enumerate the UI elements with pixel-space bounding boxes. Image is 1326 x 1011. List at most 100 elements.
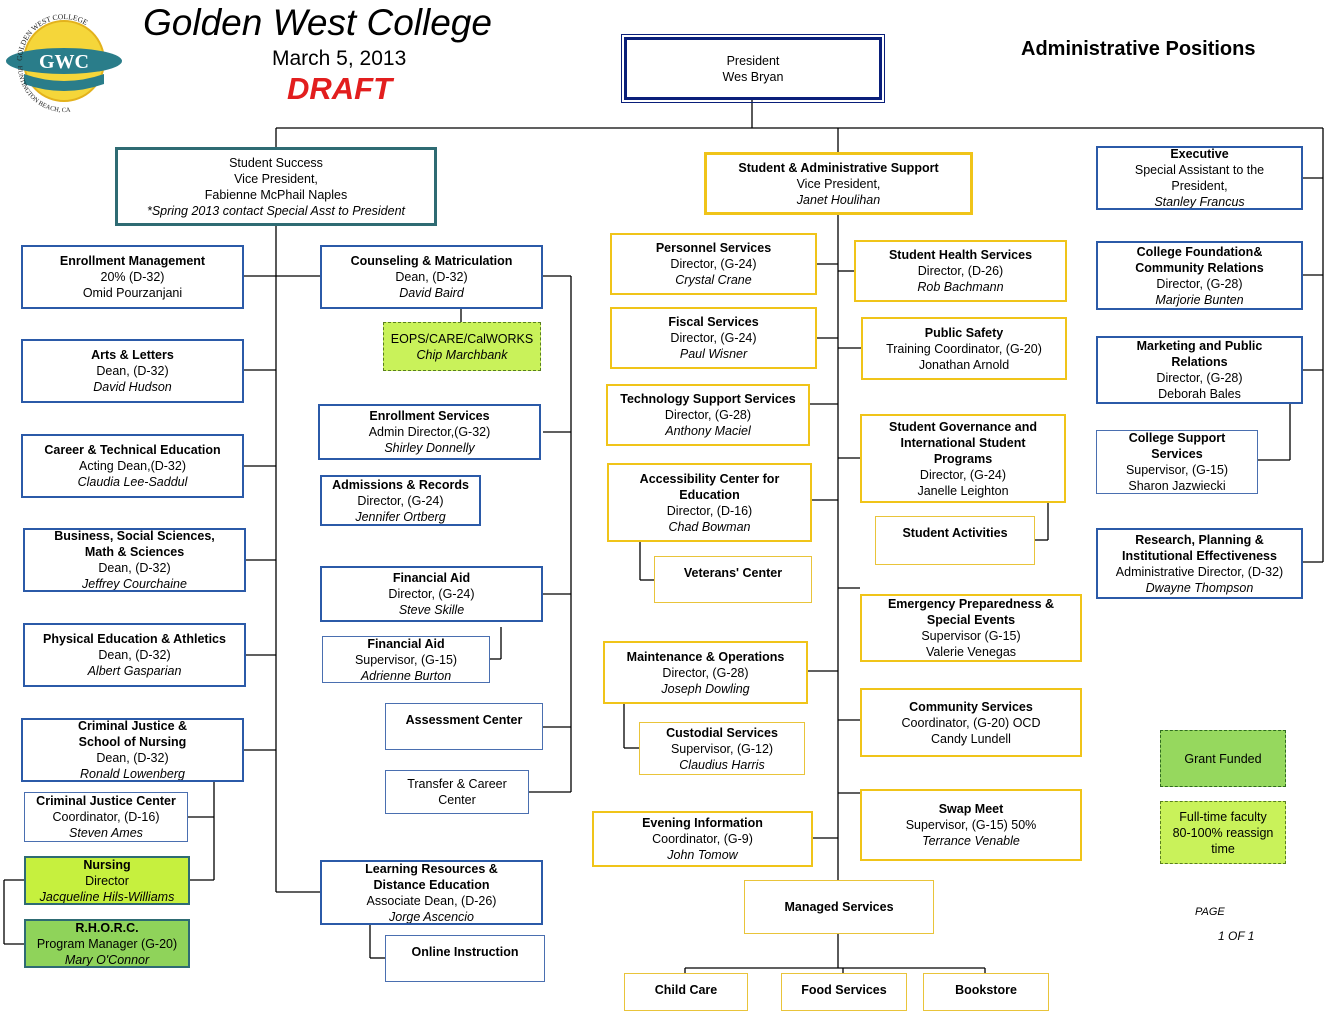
- org-box-line: Marjorie Bunten: [1155, 292, 1244, 307]
- org-box-line: Student Governance and: [889, 419, 1037, 434]
- org-box-line: Jorge Ascencio: [389, 909, 474, 924]
- org-box-line: Valerie Venegas: [925, 645, 1017, 659]
- org-box-line: Omid Pourzanjani: [82, 286, 183, 300]
- org-box-line: Assessment Center: [405, 713, 523, 727]
- org-box-line: 20% (D-32): [100, 270, 165, 284]
- org-box-line: Child Care: [654, 983, 718, 997]
- org-box-line: Crystal Crane: [675, 273, 752, 287]
- org-box-line: Criminal Justice &: [77, 719, 188, 733]
- org-box-line: President: [726, 53, 780, 68]
- org-box-line: Sharon Jazwiecki: [1128, 479, 1226, 493]
- org-box-line: Jacqueline Hils-Williams: [39, 889, 175, 904]
- org-box-line: Education: [679, 487, 740, 502]
- org-box-veterans: Veterans' Center: [654, 556, 812, 603]
- org-box-line: Transfer & Career: [407, 777, 507, 791]
- org-box-line: Veterans' Center: [683, 566, 783, 580]
- org-box-line: Rob Bachmann: [917, 280, 1004, 294]
- org-box-line: Jeffrey Courchaine: [82, 577, 187, 591]
- org-box-line: Fabienne McPhail Naples: [204, 187, 348, 202]
- org-box-research: Research, Planning &Institutional Effect…: [1096, 528, 1303, 599]
- org-box-line: Counseling & Matriculation: [350, 254, 513, 268]
- org-box-line: Community Services: [909, 699, 1033, 714]
- org-box-line: Albert Gasparian: [87, 664, 182, 678]
- org-box-activities: Student Activities: [875, 516, 1035, 565]
- org-box-line: Administrative Director, (D-32): [1115, 564, 1284, 579]
- org-box-line: 80-100% reassign: [1172, 825, 1274, 840]
- org-box-line: time: [1211, 841, 1235, 856]
- org-box-line: Program Manager (G-20): [36, 936, 178, 951]
- org-box-line: Special Assistant to the: [1134, 163, 1265, 177]
- org-box-line: Dwayne Thompson: [1145, 580, 1254, 595]
- org-box-line: Supervisor, (G-15): [354, 652, 458, 667]
- org-box-line: Janet Houlihan: [796, 192, 881, 207]
- section-title: Administrative Positions: [1021, 38, 1256, 60]
- org-box-line: Emergency Preparedness &: [887, 597, 1055, 611]
- org-box-line: Student Success: [229, 155, 323, 170]
- org-box-line: Director, (G-24): [670, 257, 757, 271]
- org-box-line: Online Instruction: [411, 945, 519, 959]
- org-box-line: Financial Aid: [392, 571, 471, 585]
- org-box-line: Shirley Donnelly: [384, 441, 475, 455]
- org-box-line: Relations: [1171, 355, 1228, 369]
- org-box-line: Arts & Letters: [91, 348, 174, 362]
- org-box-line: Evening Information: [642, 816, 763, 830]
- org-box-line: Business, Social Sciences,: [54, 529, 215, 543]
- draft-label: DRAFT: [287, 71, 393, 106]
- org-box-line: Mary O'Connor: [64, 952, 150, 967]
- org-box-line: Institutional Effectiveness: [1122, 548, 1277, 563]
- org-box-line: Programs: [933, 451, 993, 466]
- org-box-line: International Student: [900, 435, 1026, 450]
- org-box-line: John Tomow: [667, 848, 738, 862]
- org-box-managed: Managed Services: [744, 880, 934, 934]
- org-box-line: Claudius Harris: [679, 757, 765, 772]
- org-box-line: Fiscal Services: [668, 315, 759, 329]
- org-box-line: Acting Dean,(D-32): [79, 459, 186, 473]
- org-box-line: Special Events: [926, 613, 1016, 627]
- org-box-line: Dean, (D-32): [98, 561, 171, 575]
- org-box-line: Jonathan Arnold: [918, 357, 1010, 372]
- org-box-line: Associate Dean, (D-26): [366, 893, 497, 908]
- org-box-line: Jennifer Ortberg: [355, 509, 446, 524]
- org-box-line: Claudia Lee-Saddul: [77, 475, 188, 489]
- org-box-line: Managed Services: [784, 900, 894, 914]
- org-box-bookstore: Bookstore: [923, 973, 1049, 1011]
- org-box-line: Chip Marchbank: [416, 347, 508, 362]
- org-box-line: Director, (D-16): [666, 503, 753, 518]
- org-box-legend-grant: Grant Funded: [1160, 730, 1286, 787]
- page-number: 1 OF 1: [1218, 929, 1255, 943]
- org-box-line: Dean, (D-32): [98, 648, 171, 662]
- org-box-line: Student Activities: [902, 526, 1008, 540]
- org-box-line: *Spring 2013 contact Special Asst to Pre…: [146, 203, 406, 218]
- org-box-line: Supervisor (G-15): [921, 629, 1021, 643]
- org-box-line: Coordinator, (D-16): [52, 810, 160, 824]
- org-box-line: President,: [1171, 179, 1228, 193]
- org-box-line: Research, Planning &: [1135, 532, 1264, 547]
- org-box-business: Business, Social Sciences,Math & Science…: [23, 528, 246, 592]
- org-box-line: Center: [438, 793, 476, 807]
- org-box-line: Distance Education: [373, 877, 490, 892]
- org-box-line: Executive: [1170, 147, 1229, 161]
- org-box-line: Financial Aid: [367, 636, 445, 651]
- org-box-line: Director, (G-28): [1156, 371, 1243, 385]
- org-box-line: Director, (G-28): [662, 665, 749, 680]
